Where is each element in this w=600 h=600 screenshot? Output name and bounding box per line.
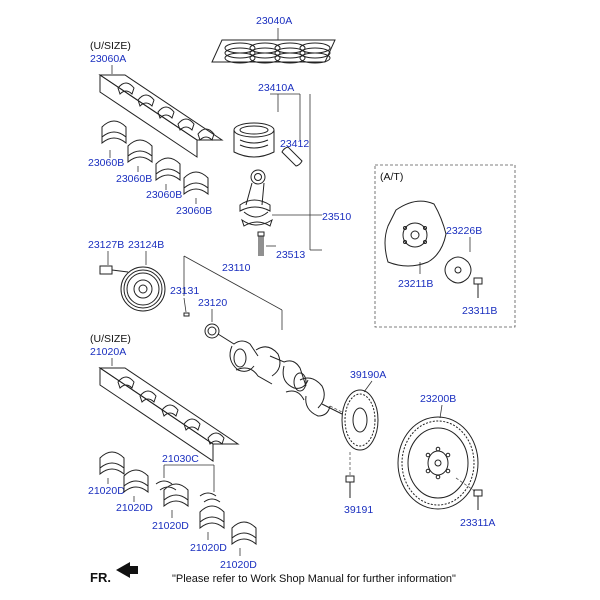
label-23412[interactable]: 23412: [280, 138, 309, 150]
label-23410A[interactable]: 23410A: [258, 82, 294, 94]
signal-plate-bolt[interactable]: [345, 475, 355, 498]
bearing-shell-23060B-4[interactable]: [183, 171, 209, 196]
thrust-washers[interactable]: [155, 480, 221, 503]
adapter-plate[interactable]: [444, 256, 472, 284]
label-23131[interactable]: 23131: [170, 285, 199, 297]
label-23060B-3[interactable]: 23060B: [146, 189, 182, 201]
label-23060B-4[interactable]: 23060B: [176, 205, 212, 217]
label-23510[interactable]: 23510: [322, 211, 351, 223]
pulley-bolt[interactable]: [99, 265, 129, 275]
footer-note: "Please refer to Work Shop Manual for fu…: [172, 573, 456, 585]
bearing-shell-21020D-1[interactable]: [99, 451, 125, 476]
label-21020D-5[interactable]: 21020D: [220, 559, 257, 571]
piston-pin[interactable]: [281, 146, 303, 167]
front-marker: FR.: [90, 570, 111, 585]
bearing-shell-21020D-2[interactable]: [123, 469, 149, 494]
drive-plate-bolt[interactable]: [473, 277, 483, 298]
label-23513[interactable]: 23513: [276, 249, 305, 261]
bearing-shell-23060B-1[interactable]: [101, 120, 127, 145]
drive-plate[interactable]: [384, 200, 447, 267]
flywheel[interactable]: [397, 416, 479, 510]
label-23124B[interactable]: 23124B: [128, 239, 164, 251]
bearing-shell-23060B-3[interactable]: [155, 157, 181, 182]
crankshaft-pulley[interactable]: [120, 266, 166, 312]
crankshaft[interactable]: [217, 333, 343, 417]
label-21020D-1[interactable]: 21020D: [88, 485, 125, 497]
lower-main-bearings-set[interactable]: [98, 367, 240, 462]
label-23040A[interactable]: 23040A: [256, 15, 292, 27]
usize-lower-label: (U/SIZE): [90, 333, 131, 345]
label-23226B[interactable]: 23226B: [446, 225, 482, 237]
label-23060B-2[interactable]: 23060B: [116, 173, 152, 185]
label-23060B-1[interactable]: 23060B: [88, 157, 124, 169]
piston[interactable]: [233, 122, 275, 158]
label-23127B[interactable]: 23127B: [88, 239, 124, 251]
bearing-shell-21020D-4[interactable]: [199, 505, 225, 530]
label-23110[interactable]: 23110: [222, 262, 251, 274]
label-39191[interactable]: 39191: [344, 504, 373, 516]
connecting-rod-bolt[interactable]: [257, 231, 265, 256]
label-21030C[interactable]: 21030C: [162, 453, 199, 465]
at-section-box: [374, 164, 516, 328]
label-21020A[interactable]: 21020A: [90, 346, 126, 358]
bearing-shell-21020D-5[interactable]: [231, 521, 257, 546]
bearing-shell-23060B-2[interactable]: [127, 139, 153, 164]
crankshaft-key[interactable]: [183, 312, 190, 317]
flywheel-bolt[interactable]: [473, 489, 483, 510]
label-23060A[interactable]: 23060A: [90, 53, 126, 65]
label-23200B[interactable]: 23200B: [420, 393, 456, 405]
connecting-rod[interactable]: [239, 169, 273, 227]
label-21020D-2[interactable]: 21020D: [116, 502, 153, 514]
label-23211B[interactable]: 23211B: [398, 278, 433, 290]
signal-plate[interactable]: [341, 389, 379, 451]
front-arrow-icon: [116, 562, 138, 578]
timing-sprocket[interactable]: [204, 323, 220, 339]
label-23311A[interactable]: 23311A: [460, 517, 495, 529]
label-21020D-4[interactable]: 21020D: [190, 542, 227, 554]
label-39190A[interactable]: 39190A: [350, 369, 386, 381]
bearing-shell-21020D-3[interactable]: [163, 483, 189, 508]
piston-rings-set[interactable]: [211, 39, 336, 64]
label-23311B[interactable]: 23311B: [462, 305, 497, 317]
label-21020D-3[interactable]: 21020D: [152, 520, 189, 532]
at-box-title: (A/T): [380, 171, 403, 183]
upper-main-bearings-set[interactable]: [98, 74, 224, 158]
usize-upper-label: (U/SIZE): [90, 40, 131, 52]
label-23120[interactable]: 23120: [198, 297, 227, 309]
